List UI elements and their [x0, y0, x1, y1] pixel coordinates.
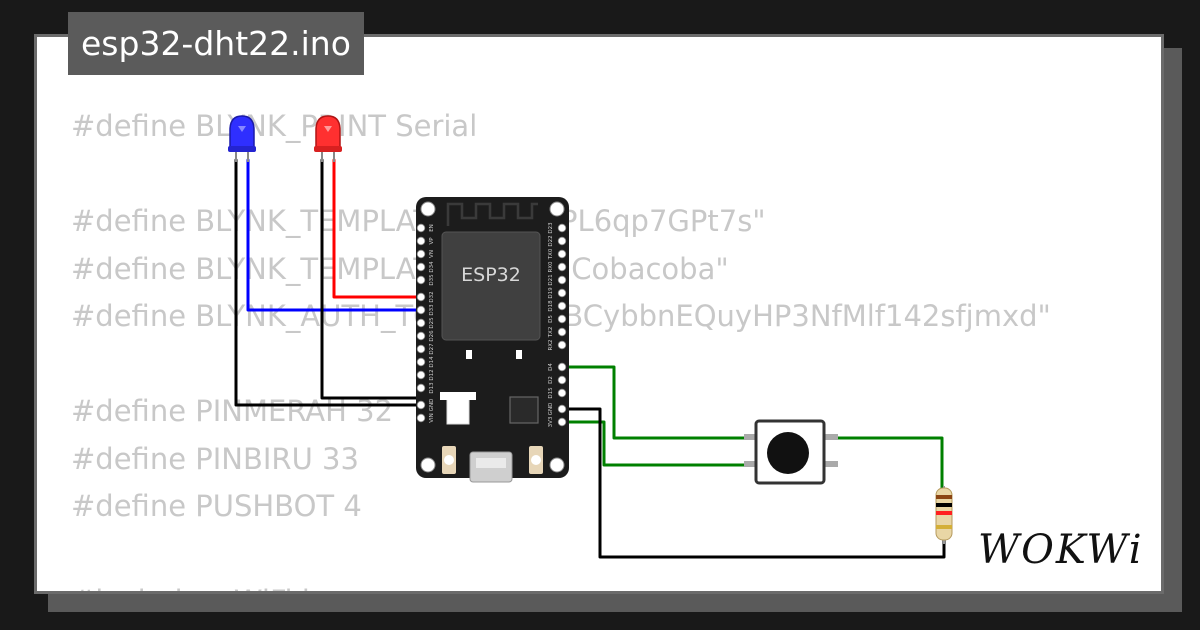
wokwi-logo: WOKWi — [978, 527, 1144, 573]
pin-label: VIN — [429, 413, 435, 423]
pin-label: D25 — [429, 317, 435, 329]
blue-led[interactable] — [228, 115, 256, 162]
pin-label: D15 — [548, 387, 554, 399]
pin-label: D14 — [429, 356, 435, 368]
pin-label: D22 — [548, 235, 554, 246]
pin-label: D4 — [548, 363, 554, 371]
pin-label: D34 — [429, 261, 435, 273]
pin-label: D19 — [548, 287, 554, 299]
wire-gnd-resistor — [564, 407, 946, 559]
pin-label: TX2 — [548, 327, 554, 339]
pin-label: D33 — [429, 304, 435, 316]
code-line: #define PINMERAH 32 — [71, 394, 394, 428]
wire-blue-led-anode — [246, 158, 422, 312]
pin-label: D21 — [548, 274, 554, 285]
pin-label: D13 — [429, 382, 435, 394]
pin-label: D27 — [429, 343, 435, 355]
red-led[interactable] — [314, 115, 342, 162]
wire-button-d4 — [564, 365, 758, 440]
wire-button-resistor — [831, 436, 944, 492]
pin-label: D2 — [548, 376, 554, 384]
wire-red-led-anode — [332, 158, 422, 299]
pin-label: D12 — [429, 369, 435, 380]
pushbutton[interactable] — [744, 419, 838, 485]
chip-label: ESP32 — [461, 264, 521, 286]
pin-label: D26 — [429, 330, 435, 342]
pin-label: TX0 — [548, 248, 554, 260]
pin-label: D23 — [548, 222, 554, 234]
wire-button-3v3 — [564, 420, 758, 467]
pin-label: VN — [429, 250, 435, 258]
pin-label: D35 — [429, 274, 435, 286]
code-line: #define PUSHBOT 4 — [71, 489, 362, 523]
pin-label: RX0 — [548, 261, 554, 273]
pin-label: VP — [429, 237, 435, 245]
wire-red-led-cathode — [320, 158, 422, 400]
file-title: esp32-dht22.ino — [68, 12, 364, 75]
code-line: #define BLYNK_PRINT Serial — [71, 109, 478, 143]
wire-blue-led-cathode — [234, 158, 422, 407]
esp32-board[interactable]: ESP32 EN VP VN D34 D35 D32 D33 D25 D — [416, 197, 569, 483]
pin-label: RX2 — [548, 339, 554, 350]
pin-label: 3V3 — [548, 416, 554, 427]
pin-label: GND — [548, 403, 554, 416]
code-line: #define PINBIRU 33 — [71, 441, 359, 476]
pin-label: GND — [429, 399, 435, 412]
pin-label: D32 — [429, 291, 435, 302]
pin-label: D5 — [548, 315, 554, 323]
resistor[interactable] — [935, 486, 953, 544]
code-line: #include <WiFi.h> — [71, 578, 1051, 591]
pin-label: EN — [429, 224, 435, 232]
pin-label: D18 — [548, 300, 554, 312]
